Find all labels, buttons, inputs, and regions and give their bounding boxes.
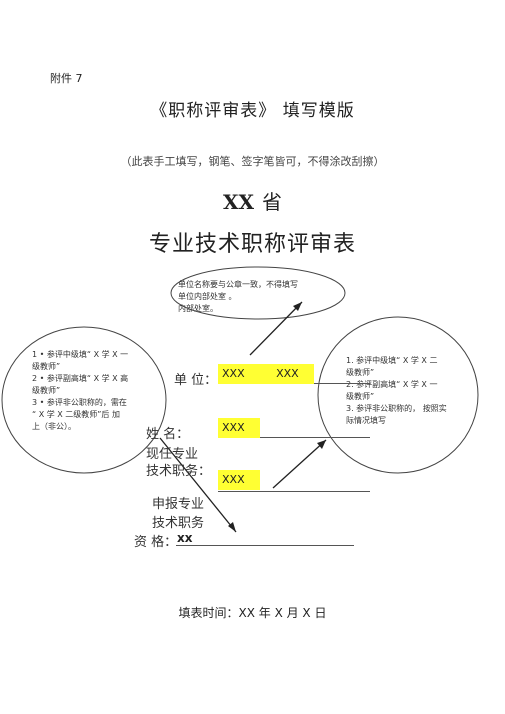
left-callout-line: “ X 学 X 二级教师”后 加 bbox=[32, 410, 120, 419]
arrow-top-head bbox=[293, 302, 302, 311]
arrow-top-line bbox=[249, 301, 303, 356]
unit-value-2: XXX bbox=[276, 367, 299, 380]
fill-instruction-note: （此表手工填写，钢笔、签字笔皆可，不得涂改刮擦） bbox=[120, 155, 385, 168]
current-title-underline bbox=[218, 491, 370, 492]
arrow-left-head bbox=[228, 522, 236, 532]
fill-date: 填表时间：XX 年 X 月 X 日 bbox=[178, 606, 327, 620]
left-callout-line: 1 • 参评中级填“ X 学 X 一 bbox=[32, 350, 129, 359]
unit-label: 单 位： bbox=[174, 373, 218, 388]
left-callout-text: 1 • 参评中级填“ X 学 X 一 级教师” 2 • 参评副高填“ X 学 X… bbox=[32, 349, 128, 433]
province-suffix: 省 bbox=[262, 190, 283, 214]
apply-label-3: 资 格： bbox=[134, 535, 178, 550]
name-label: 姓 名： bbox=[146, 427, 190, 442]
right-callout-line: 际情况填写 bbox=[346, 416, 386, 425]
right-callout-line: 1. 参评中级填“ X 学 X 二 bbox=[346, 356, 438, 365]
right-callout-ellipse bbox=[317, 316, 479, 474]
unit-field[interactable]: XXX XXX bbox=[218, 364, 314, 384]
top-callout-line: 内部处室。 bbox=[178, 304, 218, 313]
right-callout-line: 级教师” bbox=[346, 368, 375, 377]
apply-label-2: 技术职务 bbox=[152, 516, 205, 531]
attachment-label: 附件 7 bbox=[50, 72, 83, 85]
left-callout-line: 2 • 参评副高填“ X 学 X 高 bbox=[32, 374, 129, 383]
apply-label-1: 申报专业 bbox=[152, 497, 205, 512]
form-title: 专业技术职称评审表 bbox=[148, 232, 356, 257]
arrow-right-line bbox=[272, 439, 327, 489]
page-title: 《职称评审表》 填写模版 bbox=[150, 101, 355, 121]
top-callout-ellipse bbox=[170, 266, 346, 320]
right-callout-line: 3. 参评非公职称的， 按照实 bbox=[346, 404, 447, 413]
top-callout-line: 单位名称要与公章一致，不得填写 bbox=[178, 280, 298, 289]
arrow-left-line bbox=[159, 437, 237, 533]
current-title-field[interactable]: XXX bbox=[218, 470, 260, 490]
top-callout-line: 单位内部处室 。 bbox=[178, 292, 237, 301]
apply-underline bbox=[176, 545, 354, 546]
top-callout-text: 单位名称要与公章一致，不得填写 单位内部处室 。 内部处室。 bbox=[178, 279, 298, 315]
right-callout-line: 级教师” bbox=[346, 392, 375, 401]
right-callout-line: 2. 参评副高填“ X 学 X 一 bbox=[346, 380, 438, 389]
left-callout-line: 级教师” bbox=[32, 386, 61, 395]
left-callout-ellipse bbox=[1, 326, 167, 474]
province-heading: XX 省 bbox=[0, 186, 505, 215]
right-callout-text: 1. 参评中级填“ X 学 X 二 级教师” 2. 参评副高填“ X 学 X 一… bbox=[346, 355, 447, 427]
arrow-right-head bbox=[317, 440, 326, 449]
current-title-label-2: 技术职务： bbox=[146, 464, 212, 479]
current-title-label-1: 现任专业 bbox=[146, 447, 199, 462]
province-prefix: XX bbox=[222, 190, 255, 214]
left-callout-line: 上（非公）。 bbox=[32, 422, 76, 431]
name-underline bbox=[218, 437, 370, 438]
name-field[interactable]: XXX bbox=[218, 418, 260, 438]
apply-field[interactable]: xx bbox=[177, 531, 193, 545]
left-callout-line: 级教师” bbox=[32, 362, 61, 371]
unit-value-1: XXX bbox=[222, 367, 245, 380]
left-callout-line: 3 • 参评非公职称的，需在 bbox=[32, 398, 127, 407]
